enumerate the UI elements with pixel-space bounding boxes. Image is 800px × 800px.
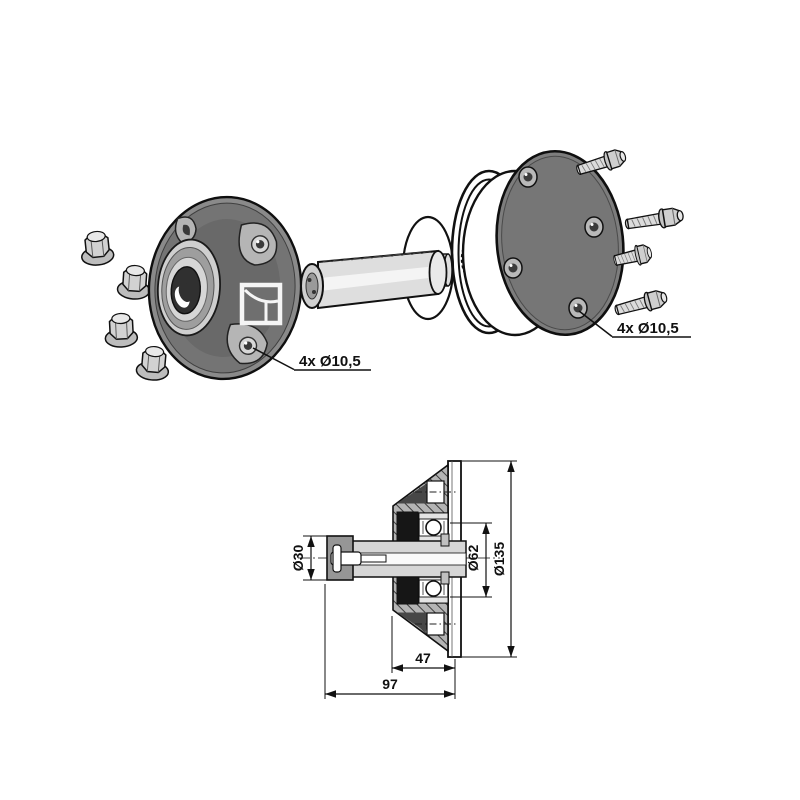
cover-holes-label: 4x Ø10,5 <box>617 320 679 337</box>
dim-hub-depth: 47 <box>391 616 456 699</box>
hub-bore <box>156 238 221 337</box>
exploded-view: 4x Ø10,5 4x Ø10,5 <box>78 145 691 383</box>
flange-nut <box>134 344 172 383</box>
hub-holes-label: 4x Ø10,5 <box>299 353 361 370</box>
flange-diameter-label: Ø135 <box>491 542 507 576</box>
section-hub-top <box>392 463 456 543</box>
dim-total-length: 97 <box>324 584 455 699</box>
section-hub-bottom <box>392 573 456 653</box>
flange-nut <box>103 311 139 349</box>
wheel-hub <box>147 195 303 381</box>
total-length-label: 97 <box>382 676 398 692</box>
cover-disc <box>495 149 625 337</box>
flange-nut <box>116 263 152 301</box>
split-pin <box>330 544 387 573</box>
manufacturer-logo <box>239 282 283 326</box>
flange-nut <box>78 229 116 268</box>
hub-bore-diameter-label: Ø62 <box>465 545 481 572</box>
hub-depth-label: 47 <box>415 650 431 666</box>
cover-holes-callout: 4x Ø10,5 <box>578 310 691 338</box>
bearing-ball <box>425 519 442 536</box>
dim-flange-diameter: Ø135 <box>462 460 517 658</box>
hex-bolt <box>612 286 670 321</box>
dim-hub-bore-diameter: Ø62 <box>450 522 492 598</box>
hub-holes-callout: 4x Ø10,5 <box>252 347 371 371</box>
shaft-diameter-label: Ø30 <box>290 545 306 572</box>
hex-bolt <box>623 205 686 235</box>
section-shaft <box>326 533 467 585</box>
dim-shaft-diameter: Ø30 <box>290 535 331 581</box>
bearing-ball <box>425 580 442 597</box>
axle-shaft <box>300 215 455 321</box>
section-view: Ø30 Ø62 Ø135 47 97 <box>290 460 517 699</box>
